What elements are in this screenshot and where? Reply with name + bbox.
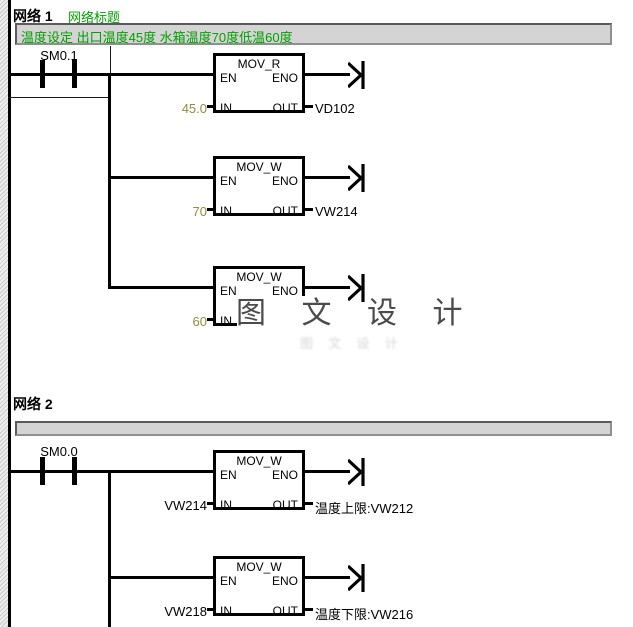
port-in-label: IN [220,101,232,115]
port-out-label: OUT [272,604,298,618]
operand-tick [305,208,313,211]
branch-wire [108,576,213,579]
port-eno-label: ENO [271,174,298,188]
page-margin-hatch [0,0,8,627]
function-block-mov-w[interactable]: MOV_W EN ENO IN OUT [213,156,305,218]
network-2-comment-bar[interactable] [15,421,612,436]
network-1-comment-text: 温度设定 出口温度45度 水箱温度70度低温60度 [21,30,293,45]
block-output-operand[interactable]: 温度下限:VW216 [315,607,414,622]
network-1-label: 网络 1 [13,8,53,24]
port-in-label: IN [220,204,232,218]
contact-sm01-label: SM0.1 [40,48,78,63]
watermark-background [237,296,427,348]
block-output-operand[interactable]: 温度上限:VW212 [315,501,414,516]
contact-sm00[interactable] [40,457,45,485]
network-2-label: 网络 2 [13,396,53,412]
function-block-mov-r[interactable]: MOV_R EN ENO IN OUT [213,53,305,115]
port-in-label: IN [220,498,232,512]
block-title: MOV_W [236,270,282,284]
eno-wire [305,286,350,289]
block-input-operand[interactable]: VW214 [164,498,207,513]
block-output-operand[interactable]: VW214 [315,204,358,219]
branch-wire [108,286,213,289]
port-in-label: IN [220,604,232,618]
contact-sm00[interactable] [72,457,77,485]
contact-sm00-label: SM0.0 [40,444,78,459]
function-block-mov-w[interactable]: MOV_W EN ENO IN OUT [213,450,305,512]
block-output-operand[interactable]: VD102 [315,101,355,116]
port-en-label: EN [220,71,237,85]
operand-tick [207,608,213,611]
operand-tick [305,608,313,611]
rung-end-arrow-icon [348,458,365,486]
cell-cursor-edge [8,97,111,98]
block-title: MOV_W [236,560,282,574]
block-title: MOV_W [236,160,282,174]
port-out-label: OUT [272,101,298,115]
port-in-label: IN [220,314,232,328]
operand-tick [305,502,313,505]
port-en-label: EN [220,284,237,298]
operand-tick [207,208,213,211]
contact-sm01[interactable] [72,60,77,88]
contact-sm01[interactable] [40,60,45,88]
rung-end-arrow-icon [348,164,365,192]
eno-wire [305,470,350,473]
port-en-label: EN [220,468,237,482]
operand-tick [207,318,213,321]
rung-end-arrow-icon [348,274,365,302]
block-input-operand[interactable]: VW218 [164,604,207,619]
block-title: MOV_W [236,454,282,468]
block-input-operand[interactable]: 70 [192,204,207,219]
port-en-label: EN [220,574,237,588]
eno-wire [305,176,350,179]
block-input-operand[interactable]: 45.0 [181,101,207,116]
eno-wire [305,576,350,579]
network-1-comment-bar[interactable]: 温度设定 出口温度45度 水箱温度70度低温60度 [15,23,612,45]
branch-wire [108,176,213,179]
port-eno-label: ENO [271,574,298,588]
eno-wire [305,73,350,76]
branch-wire-vertical [108,73,111,289]
branch-wire-vertical [108,470,111,627]
cell-cursor-edge [110,46,111,74]
port-out-label: OUT [272,204,298,218]
watermark-ghost: 图 文 设 计 [300,336,404,351]
watermark: 图 文 设 计 [236,297,477,330]
operand-tick [207,105,213,108]
operand-tick [305,105,313,108]
port-eno-label: ENO [271,71,298,85]
port-out-label: OUT [272,498,298,512]
port-en-label: EN [220,174,237,188]
rung-end-arrow-icon [348,61,365,89]
operand-tick [207,502,213,505]
network-1-title[interactable]: 网络标题 [68,10,121,25]
rung-end-arrow-icon [348,564,365,592]
block-title: MOV_R [237,57,281,71]
port-eno-label: ENO [271,468,298,482]
network-2-comment-text [17,423,610,425]
block-input-operand[interactable]: 60 [192,314,207,329]
power-rail [8,0,11,627]
port-eno-label: ENO [271,284,298,298]
function-block-mov-w[interactable]: MOV_W EN ENO IN OUT [213,556,305,618]
